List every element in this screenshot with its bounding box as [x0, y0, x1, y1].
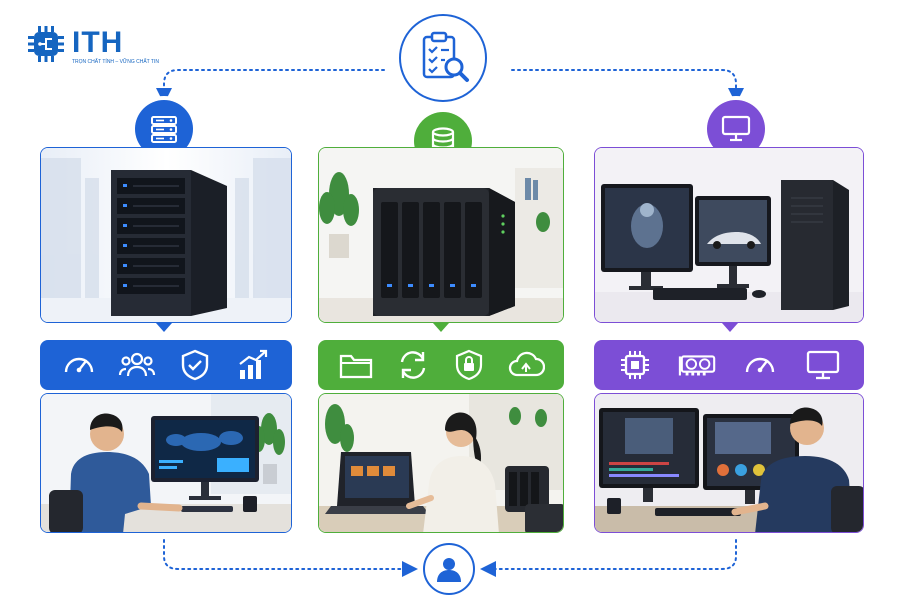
- user-icon: [437, 558, 461, 582]
- monitor-icon: [721, 115, 751, 142]
- server-rack-icon: [151, 116, 177, 143]
- lock-icon: [449, 345, 489, 385]
- server-hardware-image: [40, 147, 292, 323]
- shield-check-icon: [175, 345, 215, 385]
- man-monitoring-dashboard-illustration: [41, 394, 291, 532]
- checklist-search-icon: [422, 31, 469, 82]
- speedometer-icon: [59, 345, 99, 385]
- server-pointer: [156, 323, 172, 332]
- workstation-illustration: [595, 148, 863, 322]
- speedometer-icon: [740, 345, 780, 385]
- server-usage-image: [40, 393, 292, 533]
- woman-laptop-illustration: [319, 394, 563, 532]
- server-feature-bar: [40, 340, 292, 390]
- workstation-hardware-image: [594, 147, 864, 323]
- logo-tagline: TRỌN CHẤT TÍNH – VỮNG CHẤT TIN: [72, 59, 159, 65]
- folder-icon: [336, 345, 376, 385]
- workstation-pointer: [722, 323, 738, 332]
- man-video-editing-illustration: [595, 394, 863, 532]
- nas-usage-image: [318, 393, 564, 533]
- nas-feature-bar: [318, 340, 564, 390]
- user-badge: [423, 543, 475, 595]
- cpu-chip-icon: [615, 345, 655, 385]
- nas-pointer: [433, 323, 449, 332]
- workstation-feature-bar: [594, 340, 864, 390]
- users-group-icon: [117, 345, 157, 385]
- cloud-sync-icon: [506, 345, 546, 385]
- monitor-icon: [803, 345, 843, 385]
- sync-icon: [393, 345, 433, 385]
- logo-wordmark: ITH: [72, 26, 124, 59]
- chip-logo-icon: [28, 26, 64, 62]
- nas-storage-illustration: [319, 148, 563, 322]
- growth-chart-icon: [233, 345, 273, 385]
- server-tower-illustration: [41, 148, 291, 322]
- graphics-card-icon: [678, 345, 718, 385]
- assessment-badge: [399, 14, 487, 102]
- nas-hardware-image: [318, 147, 564, 323]
- workstation-usage-image: [594, 393, 864, 533]
- ith-logo: ITH TRỌN CHẤT TÍNH – VỮNG CHẤT TIN: [26, 24, 159, 68]
